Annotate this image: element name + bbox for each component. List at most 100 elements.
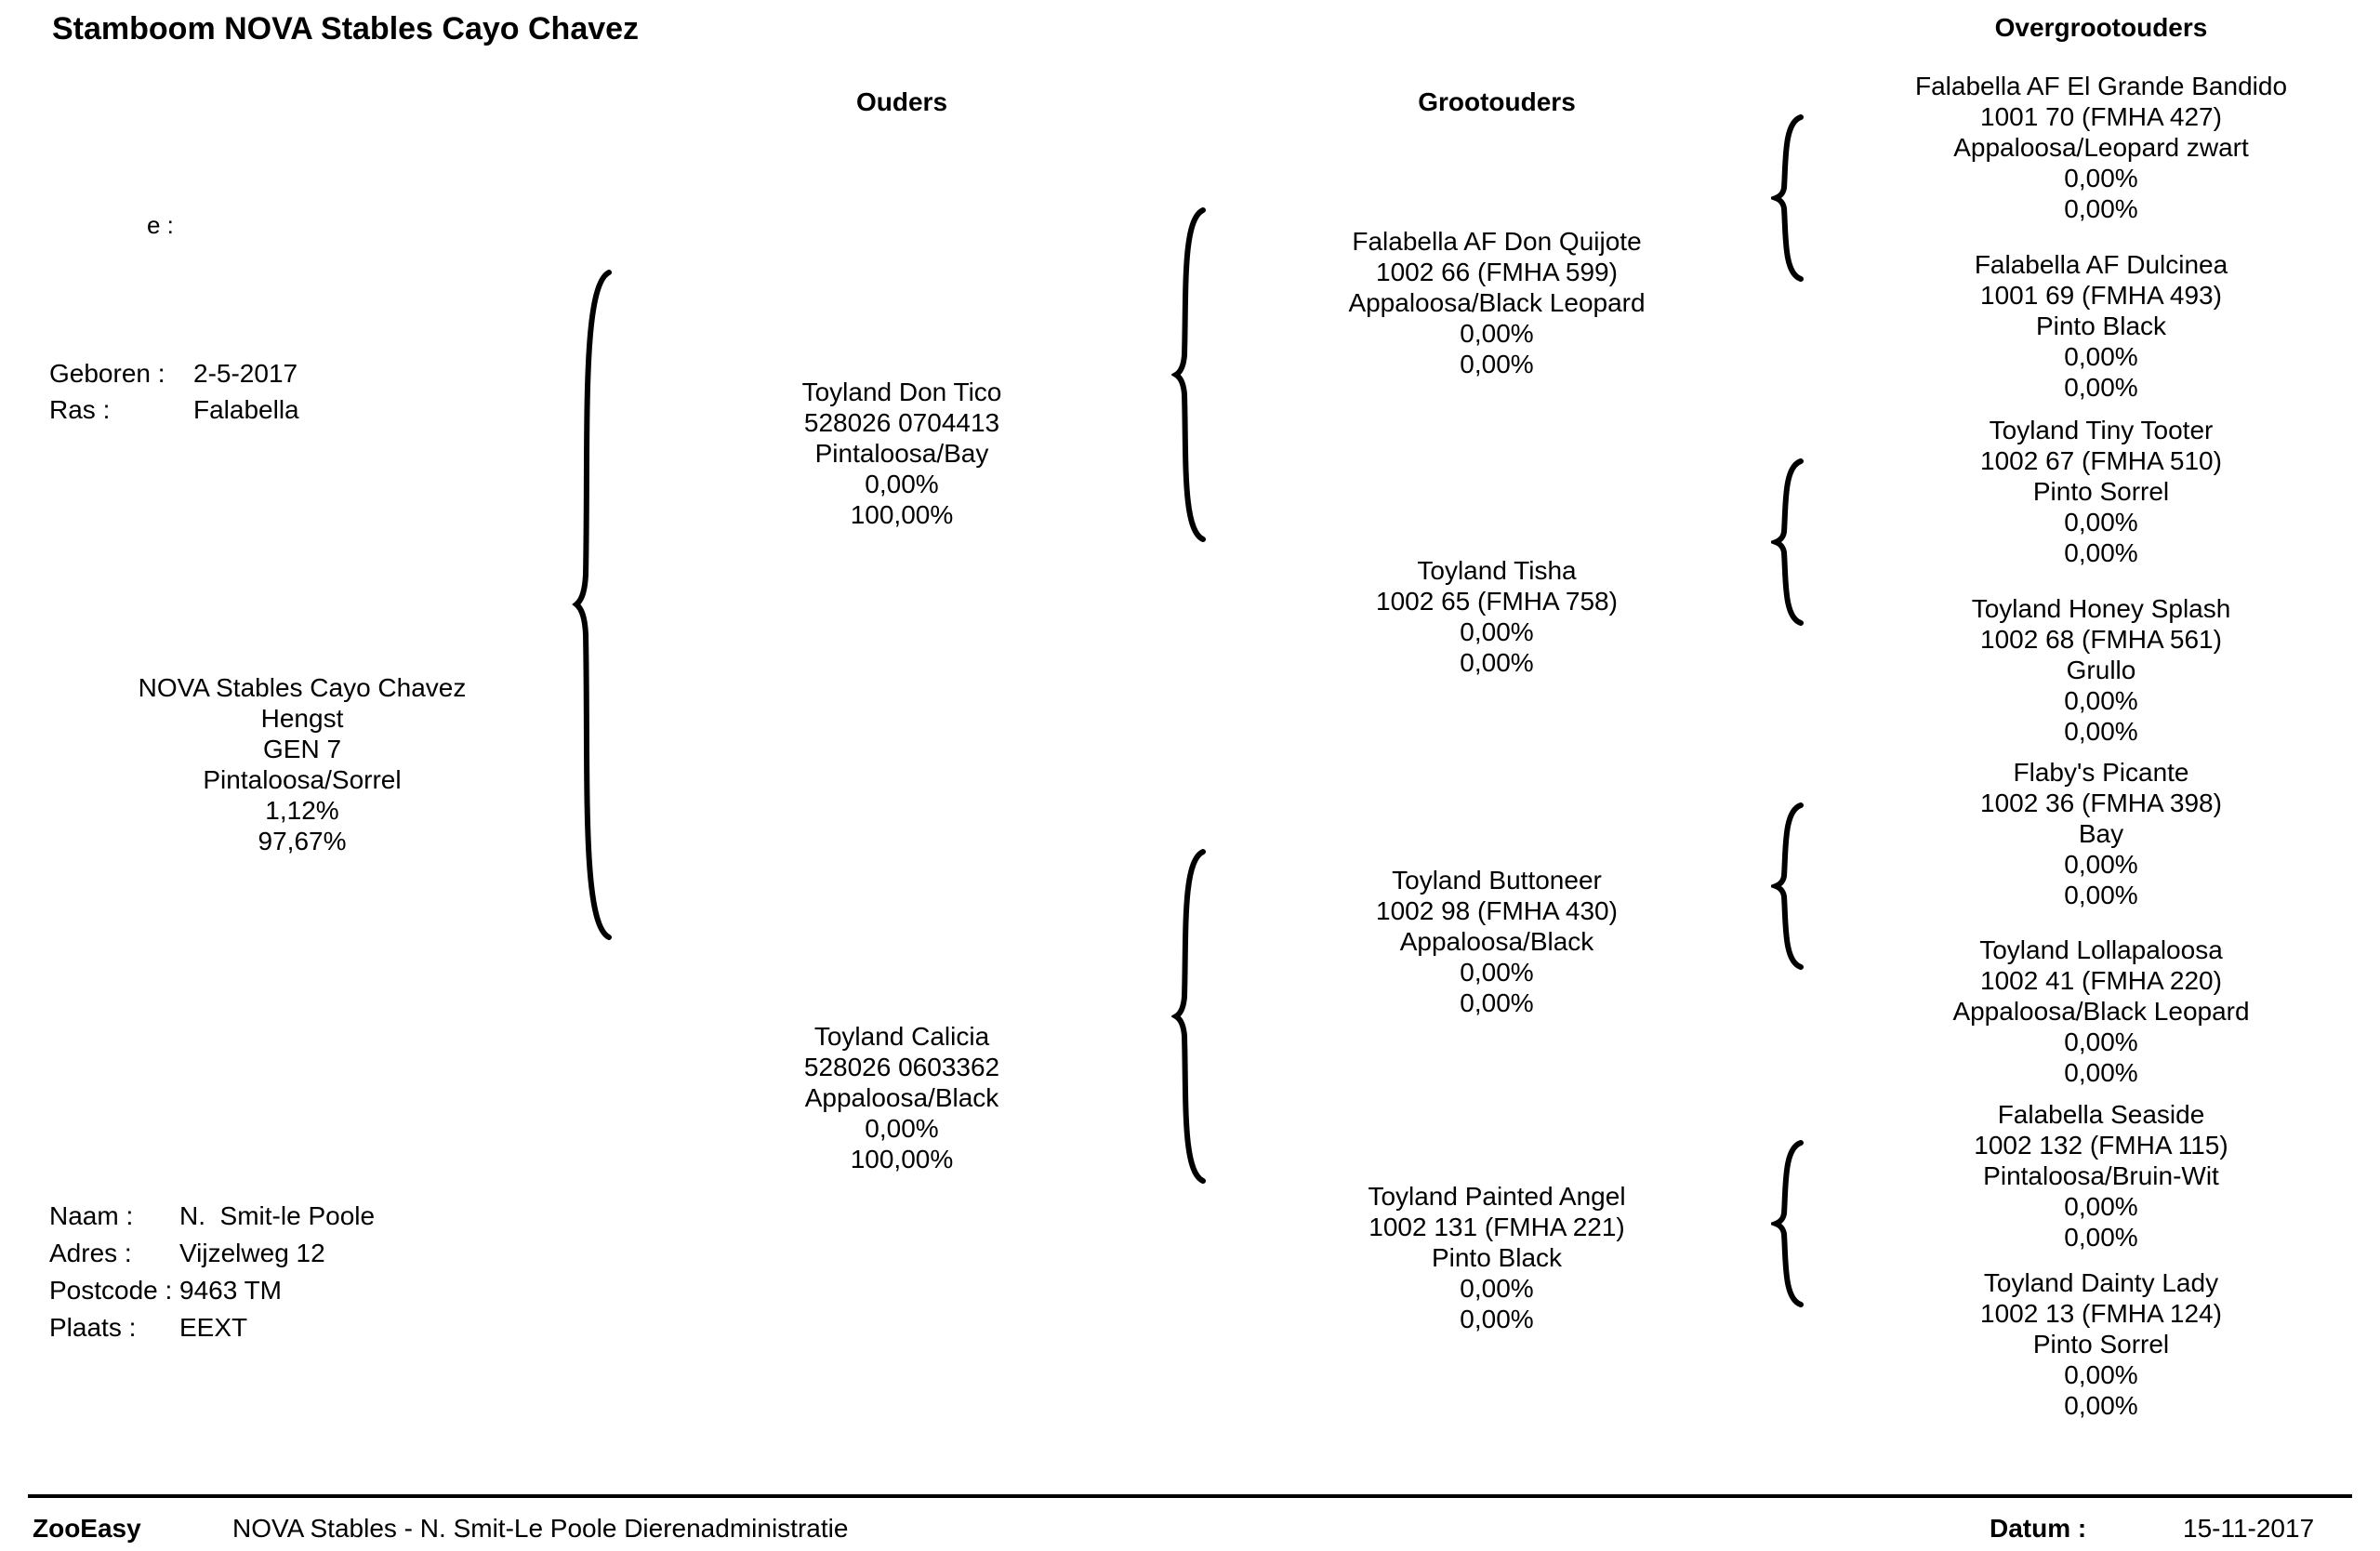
owner-name-row: Naam :N. Smit-le Poole — [49, 1198, 375, 1235]
brace-grandparent-3 — [1771, 802, 1804, 970]
owner-city-value: EEXT — [179, 1313, 248, 1342]
subject-pct2: 97,67% — [258, 827, 347, 855]
brace-grandparent-4 — [1771, 1140, 1804, 1307]
grandparent-color: Appaloosa/Black — [1399, 927, 1594, 956]
great-grandparent-card: Toyland Honey Splash 1002 68 (FMHA 561) … — [1869, 593, 2334, 747]
ggp-pct1: 0,00% — [2064, 850, 2138, 879]
ggp-pct2: 0,00% — [2064, 881, 2138, 909]
parent-name: Toyland Calicia — [813, 1022, 990, 1051]
owner-address-value: Vijzelweg 12 — [179, 1239, 325, 1267]
ggp-name: Falabella AF Dulcinea — [1974, 250, 2228, 279]
parent-pct1: 0,00% — [865, 1114, 939, 1143]
grandparent-pct1: 0,00% — [1460, 319, 1534, 348]
breed-row: Ras : Falabella — [49, 391, 299, 429]
grandparent-pct2: 0,00% — [1460, 1305, 1534, 1333]
ggp-reg: 1002 13 (FMHA 124) — [1980, 1299, 2222, 1328]
ggp-name: Toyland Honey Splash — [1971, 594, 2231, 623]
grandparent-pct2: 0,00% — [1460, 988, 1534, 1017]
owner-name-label: Naam : — [49, 1201, 134, 1230]
parent-pct2: 100,00% — [850, 1145, 954, 1173]
footer-org: NOVA Stables - N. Smit-Le Poole Dierenad… — [232, 1514, 849, 1543]
ggp-reg: 1002 132 (FMHA 115) — [1974, 1131, 2228, 1160]
ggp-pct1: 0,00% — [2064, 342, 2138, 371]
page-title: Stamboom NOVA Stables Cayo Chavez — [52, 11, 640, 46]
ggp-name: Toyland Dainty Lady — [1983, 1268, 2219, 1297]
ggp-pct2: 0,00% — [2064, 1391, 2138, 1420]
great-grandparent-card: Falabella AF El Grande Bandido 1001 70 (… — [1869, 71, 2334, 224]
grandparent-card: Falabella AF Don Quijote 1002 66 (FMHA 5… — [1311, 226, 1683, 379]
ggp-pct2: 0,00% — [2064, 194, 2138, 223]
owner-postcode-label: Postcode : — [49, 1276, 173, 1305]
grandparent-card: Toyland Tisha 1002 65 (FMHA 758) 0,00% 0… — [1311, 555, 1683, 678]
ggp-pct2: 0,00% — [2064, 1058, 2138, 1087]
brace-grandparent-1 — [1771, 114, 1804, 282]
ggp-color: Pinto Black — [2035, 312, 2167, 340]
grandparent-pct2: 0,00% — [1460, 648, 1534, 677]
owner-city-row: Plaats : EEXT — [49, 1309, 247, 1346]
born-row: Geboren :2-5-2017 — [49, 355, 298, 392]
parent-name: Toyland Don Tico — [801, 378, 1002, 406]
great-grandparent-card: Falabella AF Dulcinea 1001 69 (FMHA 493)… — [1869, 249, 2334, 403]
subject-pct1: 1,12% — [265, 796, 339, 825]
ggp-color: Pinto Sorrel — [2032, 1330, 2170, 1359]
owner-address-label: Adres : — [49, 1239, 132, 1267]
parent-reg: 528026 0603362 — [803, 1053, 1000, 1081]
grandparent-reg: 1002 98 (FMHA 430) — [1376, 896, 1618, 925]
ggp-pct1: 0,00% — [2064, 1360, 2138, 1389]
grandparent-pct1: 0,00% — [1460, 617, 1534, 646]
parent-pct1: 0,00% — [865, 470, 939, 498]
grandparent-pct2: 0,00% — [1460, 350, 1534, 378]
header-parents: Ouders — [855, 87, 948, 116]
ggp-pct2: 0,00% — [2064, 538, 2138, 567]
ggp-reg: 1002 36 (FMHA 398) — [1980, 789, 2222, 817]
ggp-pct2: 0,00% — [2064, 373, 2138, 402]
parent-card: Toyland Calicia 528026 0603362 Appaloosa… — [716, 1021, 1088, 1174]
grandparent-color: Appaloosa/Black Leopard — [1348, 288, 1646, 317]
breed-label: Ras : — [49, 395, 111, 424]
ggp-color: Appaloosa/Leopard zwart — [1953, 133, 2249, 162]
great-grandparent-card: Toyland Lollapaloosa 1002 41 (FMHA 220) … — [1869, 935, 2334, 1088]
ggp-name: Toyland Lollapaloosa — [1979, 935, 2223, 964]
ggp-pct2: 0,00% — [2064, 717, 2138, 746]
header-grandparents: Grootouders — [1418, 87, 1576, 116]
ggp-pct1: 0,00% — [2064, 508, 2138, 537]
footer-divider — [28, 1494, 2352, 1498]
owner-city-label: Plaats : — [49, 1313, 137, 1342]
owner-address-row: Adres : Vijzelweg 12 — [49, 1235, 325, 1272]
ggp-name: Falabella Seaside — [1997, 1100, 2205, 1129]
parent-color: Appaloosa/Black — [804, 1083, 999, 1112]
grandparent-reg: 1002 131 (FMHA 221) — [1368, 1213, 1625, 1241]
subject-color: Pintaloosa/Sorrel — [203, 765, 402, 794]
ggp-color: Appaloosa/Black Leopard — [1952, 997, 2250, 1026]
footer-date-value: 15-11-2017 — [2183, 1514, 2315, 1543]
stray-label: е : — [147, 211, 174, 239]
owner-postcode-row: Postcode :9463 TM — [49, 1272, 282, 1309]
parent-reg: 528026 0704413 — [803, 408, 1000, 437]
ggp-pct2: 0,00% — [2064, 1223, 2138, 1252]
great-grandparent-card: Flaby's Picante 1002 36 (FMHA 398) Bay 0… — [1869, 757, 2334, 910]
ggp-pct1: 0,00% — [2064, 1027, 2138, 1056]
parent-color: Pintaloosa/Bay — [814, 439, 989, 468]
grandparent-name: Toyland Painted Angel — [1368, 1182, 1626, 1211]
breed-value: Falabella — [193, 395, 299, 424]
ggp-color: Grullo — [2066, 656, 2136, 684]
grandparent-card: Toyland Painted Angel 1002 131 (FMHA 221… — [1311, 1181, 1683, 1334]
ggp-color: Bay — [2078, 819, 2124, 848]
subject-horse: NOVA Stables Cayo Chavez Hengst GEN 7 Pi… — [93, 672, 511, 856]
ggp-name: Toyland Tiny Tooter — [1989, 416, 2214, 444]
grandparent-color: Pinto Black — [1431, 1243, 1563, 1272]
ggp-reg: 1002 68 (FMHA 561) — [1980, 625, 2222, 654]
subject-sex: Hengst — [260, 704, 344, 733]
grandparent-name: Falabella AF Don Quijote — [1352, 227, 1642, 256]
great-grandparent-card: Falabella Seaside 1002 132 (FMHA 115) Pi… — [1869, 1099, 2334, 1253]
great-grandparent-card: Toyland Tiny Tooter 1002 67 (FMHA 510) P… — [1869, 415, 2334, 568]
ggp-name: Flaby's Picante — [2013, 758, 2189, 787]
grandparent-reg: 1002 65 (FMHA 758) — [1376, 587, 1618, 616]
ggp-pct1: 0,00% — [2064, 686, 2138, 715]
grandparent-name: Toyland Tisha — [1417, 556, 1577, 585]
born-label: Geboren : — [49, 359, 165, 388]
brace-subject — [572, 270, 612, 940]
ggp-pct1: 0,00% — [2064, 164, 2138, 192]
ggp-pct1: 0,00% — [2064, 1192, 2138, 1221]
grandparent-reg: 1002 66 (FMHA 599) — [1376, 258, 1618, 286]
